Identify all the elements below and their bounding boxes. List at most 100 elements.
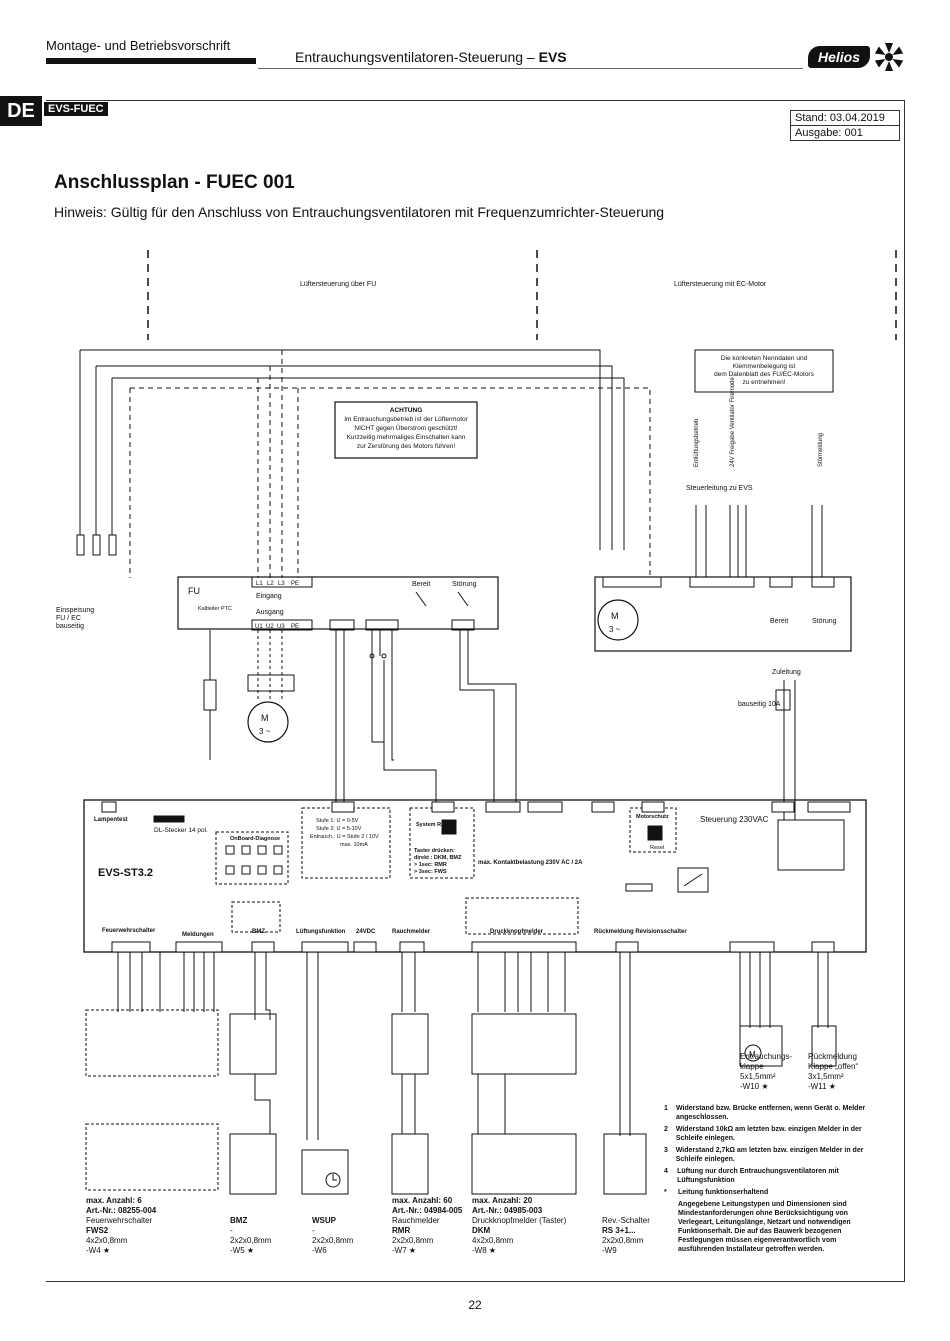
header-center: Entrauchungsventilatoren-Steuerung – EVS — [295, 49, 567, 65]
svg-text:Stufe 1: U = 0-5V: Stufe 1: U = 0-5V — [316, 818, 359, 824]
svg-text:U3: U3 — [277, 624, 285, 630]
svg-text:Entlüftungsbetrieb: Entlüftungsbetrieb — [694, 418, 700, 467]
onboard-diagnose — [215, 831, 289, 885]
svg-text:Bereit: Bereit — [770, 618, 788, 625]
section-separators — [147, 250, 897, 340]
damper-2-caption: Rückmeldung Klappe „offen“3x1,5mm²-W11 ★ — [808, 1052, 859, 1091]
fws-device-2 — [85, 1123, 219, 1191]
svg-text:Kaltleiter PTC: Kaltleiter PTC — [198, 606, 232, 612]
bmz-device-1 — [229, 1013, 277, 1075]
svg-text:M: M — [611, 611, 619, 621]
svg-text:System Reset: System Reset — [416, 822, 452, 828]
model-tab: EVS-FUEC — [44, 102, 108, 116]
svg-text:Reset: Reset — [650, 845, 665, 851]
svg-text:Steuerleitung zu EVS: Steuerleitung zu EVS — [686, 485, 753, 492]
svg-text:Rauchmelder: Rauchmelder — [392, 929, 431, 935]
svg-text:Lüftungsfunktion: Lüftungsfunktion — [296, 929, 346, 935]
svg-text:L2: L2 — [267, 581, 274, 587]
svg-text:Ausgang: Ausgang — [256, 609, 284, 616]
hint-text: Hinweis: Gültig für den Anschluss von En… — [54, 204, 665, 220]
svg-text:Störung: Störung — [452, 581, 477, 588]
diag-leds — [225, 845, 283, 875]
fan-icon — [874, 43, 904, 71]
svg-text:M: M — [749, 1050, 756, 1059]
svg-text:L1: L1 — [256, 581, 263, 587]
svg-text:Zuleitung: Zuleitung — [772, 669, 801, 676]
svg-text:PE: PE — [291, 581, 299, 587]
section-ec: Lüftersteuerung mit EC-Motor — [674, 281, 767, 288]
svg-text:zur Zerstörung des Motors führ: zur Zerstörung des Motors führen! — [357, 443, 455, 450]
page-title: Anschlussplan - FUEC 001 — [54, 172, 295, 193]
svg-text:max. 10mA: max. 10mA — [340, 842, 368, 848]
svg-text:Lampentest: Lampentest — [94, 817, 128, 823]
feed-label-2: FU / EC — [56, 615, 81, 622]
svg-text:> 1sec: RMR: > 1sec: RMR — [414, 862, 447, 868]
svg-text:PE: PE — [291, 624, 299, 630]
evs-name: EVS-ST3.2 — [98, 867, 153, 879]
svg-text:U2: U2 — [266, 624, 274, 630]
motor-ec — [597, 599, 639, 641]
motorschutz-reset-button — [647, 825, 663, 841]
svg-text:zu entnehmen!: zu entnehmen! — [742, 379, 785, 386]
svg-text:Im Entrauchungsbetrieb ist der: Im Entrauchungsbetrieb ist der Lüftermot… — [344, 416, 468, 423]
motor-fu — [247, 701, 289, 743]
svg-text:3 ~: 3 ~ — [609, 625, 621, 634]
svg-text:Steuerung 230VAC: Steuerung 230VAC — [700, 815, 769, 824]
svg-text:Druckknopfmelder: Druckknopfmelder — [490, 929, 544, 935]
svg-text:max. Kontaktbelastung 230V AC: max. Kontaktbelastung 230V AC / 2A — [478, 860, 583, 866]
header-bar — [46, 58, 256, 64]
damper-actuator — [739, 1025, 783, 1067]
svg-text:Eingang: Eingang — [256, 593, 282, 600]
bmz-device-2 — [229, 1133, 277, 1195]
svg-text:direkt : DKM, BMZ: direkt : DKM, BMZ — [414, 855, 462, 861]
push-button-2 — [471, 1133, 577, 1195]
svg-text:OnBoard-Diagnose: OnBoard-Diagnose — [230, 836, 280, 842]
terminal-strips-bottom — [111, 941, 835, 953]
svg-text:Die konkreten Nenndaten und: Die konkreten Nenndaten und — [721, 355, 808, 362]
svg-text:Entrauch.: U = Stufe 2 / 10V: Entrauch.: U = Stufe 2 / 10V — [310, 834, 379, 840]
device-bmz: BMZ-2x2x0,8mm-W5 ★ — [230, 1216, 272, 1255]
language-tab: DE — [0, 96, 42, 126]
feed-label-1: Einspeisung — [56, 607, 94, 614]
header-left: Montage- und Betriebsvorschrift — [46, 38, 231, 53]
svg-text:U1: U1 — [255, 624, 263, 630]
ec-note-box — [694, 349, 834, 393]
svg-text:24V Freigabe Ventilator Firemo: 24V Freigabe Ventilator Firemode — [730, 377, 736, 467]
helios-logo: Helios — [808, 42, 904, 72]
svg-text:Feuerwehrschalter: Feuerwehrschalter — [102, 928, 156, 934]
page-number: 22 — [468, 1298, 482, 1312]
svg-text:Störmeldung: Störmeldung — [818, 433, 824, 467]
brand-name: Helios — [808, 46, 870, 68]
svg-text:L3: L3 — [278, 581, 285, 587]
push-button-1 — [471, 1013, 577, 1075]
smoke-detector-1 — [391, 1013, 429, 1075]
svg-text:3 ~: 3 ~ — [259, 727, 271, 736]
svg-text:bauseitig 10A: bauseitig 10A — [738, 701, 781, 708]
ec-block — [594, 576, 852, 652]
warning-text: ACHTUNG Im Entrauchungsbetrieb ist der L… — [344, 407, 468, 450]
svg-text:24VDC: 24VDC — [356, 929, 376, 935]
svg-text:DL-Stecker 14 pol.: DL-Stecker 14 pol. — [154, 827, 208, 834]
page-frame — [46, 100, 905, 1282]
fws-device-1 — [85, 1009, 219, 1077]
feeder-lines — [79, 349, 651, 578]
svg-text:BMZ: BMZ — [252, 929, 265, 935]
header-rule — [258, 68, 803, 69]
rev-switch — [603, 1133, 647, 1195]
svg-text:NICHT gegen Überstrom geschütz: NICHT gegen Überstrom geschützt! — [354, 424, 457, 432]
svg-text:M: M — [261, 713, 269, 723]
system-reset-button — [441, 819, 457, 835]
wsup-device — [301, 1149, 349, 1195]
svg-text:Klemmenbelegung ist: Klemmenbelegung ist — [733, 363, 796, 370]
svg-text:Bereit: Bereit — [412, 581, 430, 588]
svg-text:ACHTUNG: ACHTUNG — [390, 407, 423, 414]
svg-text:Motorschutz: Motorschutz — [636, 814, 669, 820]
section-fu: Lüftersteuerung über FU — [300, 281, 376, 288]
